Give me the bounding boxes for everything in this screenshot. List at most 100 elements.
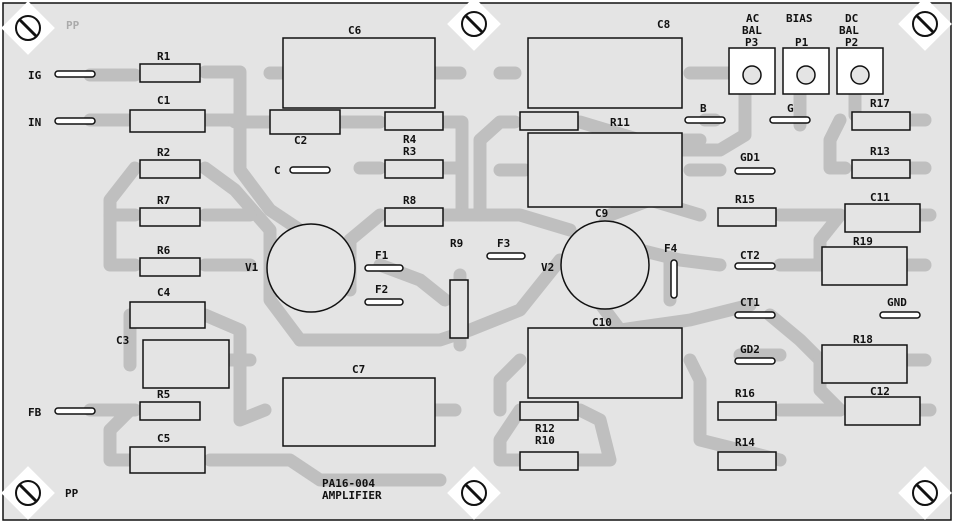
cap-c1 bbox=[129, 109, 206, 133]
resistor-r18 bbox=[821, 344, 908, 384]
board-logo-top: PP bbox=[66, 19, 80, 32]
resistor-r9 bbox=[449, 279, 469, 339]
label-c3: C3 bbox=[116, 334, 129, 347]
label-r19: R19 bbox=[853, 235, 873, 248]
resistor-r11 bbox=[519, 111, 579, 131]
label-c4: C4 bbox=[157, 286, 171, 299]
label-r16: R16 bbox=[735, 387, 755, 400]
label-ac: AC bbox=[746, 12, 759, 25]
cap-c8-body bbox=[527, 37, 683, 109]
cap-c6-body bbox=[282, 37, 436, 109]
label-r5: R5 bbox=[157, 388, 170, 401]
resistor-r4 bbox=[384, 111, 444, 131]
trim-pots bbox=[728, 47, 884, 95]
label-c9: C9 bbox=[595, 207, 608, 220]
label-r3: R3 bbox=[403, 145, 416, 158]
resistor-r15 bbox=[717, 207, 777, 227]
label-r11: R11 bbox=[610, 116, 630, 129]
label-f1: F1 bbox=[375, 249, 389, 262]
label-c10: C10 bbox=[592, 316, 612, 329]
screw-icon bbox=[1, 1, 55, 55]
label-r14: R14 bbox=[735, 436, 755, 449]
label-r10: R10 bbox=[535, 434, 555, 447]
label-c11: C11 bbox=[870, 191, 890, 204]
label-r12: R12 bbox=[535, 422, 555, 435]
label-c8: C8 bbox=[657, 18, 670, 31]
pad-g bbox=[769, 116, 811, 124]
label-c1: C1 bbox=[157, 94, 171, 107]
pad-ct1 bbox=[734, 311, 776, 319]
pad-f2 bbox=[364, 298, 404, 306]
pot-p1 bbox=[782, 47, 830, 95]
label-b: B bbox=[700, 102, 707, 115]
cap-c2 bbox=[269, 109, 341, 135]
resistor-r12 bbox=[519, 401, 579, 421]
board-logo-bottom: PP bbox=[65, 487, 79, 500]
label-v2: V2 bbox=[541, 261, 554, 274]
pad-f4 bbox=[670, 259, 678, 299]
resistor-r3 bbox=[384, 159, 444, 179]
cap-c10-body bbox=[527, 327, 683, 399]
label-dc: DC bbox=[845, 12, 858, 25]
cap-c12 bbox=[844, 396, 921, 426]
label-f4: F4 bbox=[664, 242, 678, 255]
pad-gd2 bbox=[734, 357, 776, 365]
pad-fb bbox=[54, 407, 96, 415]
label-ig: IG bbox=[28, 69, 42, 82]
label-r17: R17 bbox=[870, 97, 890, 110]
cap-c5 bbox=[129, 446, 206, 474]
label-r6: R6 bbox=[157, 244, 171, 257]
label-gd1: GD1 bbox=[740, 151, 760, 164]
label-p2: P2 bbox=[845, 36, 858, 49]
cap-c7-body bbox=[282, 377, 436, 447]
label-in: IN bbox=[28, 116, 41, 129]
pad-gd1 bbox=[734, 167, 776, 175]
label-r4: R4 bbox=[403, 133, 417, 146]
axial-components bbox=[129, 63, 921, 474]
label-c: C bbox=[274, 164, 281, 177]
label-r7: R7 bbox=[157, 194, 170, 207]
resistor-r16 bbox=[717, 401, 777, 421]
pad-ct2 bbox=[734, 262, 776, 270]
label-g: G bbox=[787, 102, 794, 115]
pad-f3 bbox=[486, 252, 526, 260]
label-ct2: CT2 bbox=[740, 249, 760, 262]
label-fb: FB bbox=[28, 406, 42, 419]
label-gnd: GND bbox=[887, 296, 907, 309]
pad-gnd bbox=[879, 311, 921, 319]
resistor-r19 bbox=[821, 246, 908, 286]
cap-c11 bbox=[844, 203, 921, 233]
label-c12: C12 bbox=[870, 385, 890, 398]
cap-c4 bbox=[129, 301, 206, 329]
pad-f1 bbox=[364, 264, 404, 272]
label-c6: C6 bbox=[348, 24, 362, 37]
large-capacitors bbox=[142, 37, 683, 447]
cap-r11-body bbox=[527, 132, 683, 208]
screw-icon bbox=[447, 466, 501, 520]
transistor-v2 bbox=[560, 220, 650, 310]
resistor-r7 bbox=[139, 207, 201, 227]
label-p1: P1 bbox=[795, 36, 809, 49]
resistor-r1 bbox=[139, 63, 201, 83]
screw-icon bbox=[447, 0, 501, 51]
label-r1: R1 bbox=[157, 50, 171, 63]
board-part-number: PA16-004 bbox=[322, 477, 375, 490]
label-r15: R15 bbox=[735, 193, 755, 206]
label-f2: F2 bbox=[375, 283, 388, 296]
label-r8: R8 bbox=[403, 194, 416, 207]
label-gd2: GD2 bbox=[740, 343, 760, 356]
pad-b bbox=[684, 116, 726, 124]
label-bias: BIAS bbox=[786, 12, 813, 25]
label-c2: C2 bbox=[294, 134, 307, 147]
label-r18: R18 bbox=[853, 333, 873, 346]
label-bal-1: BAL bbox=[742, 24, 762, 37]
label-c5: C5 bbox=[157, 432, 170, 445]
resistor-r8 bbox=[384, 207, 444, 227]
screw-icon bbox=[1, 466, 55, 520]
resistor-r13 bbox=[851, 159, 911, 179]
resistor-r2 bbox=[139, 159, 201, 179]
label-c7: C7 bbox=[352, 363, 365, 376]
resistor-r14 bbox=[717, 451, 777, 471]
transistor-v1 bbox=[266, 223, 356, 313]
label-r9: R9 bbox=[450, 237, 463, 250]
